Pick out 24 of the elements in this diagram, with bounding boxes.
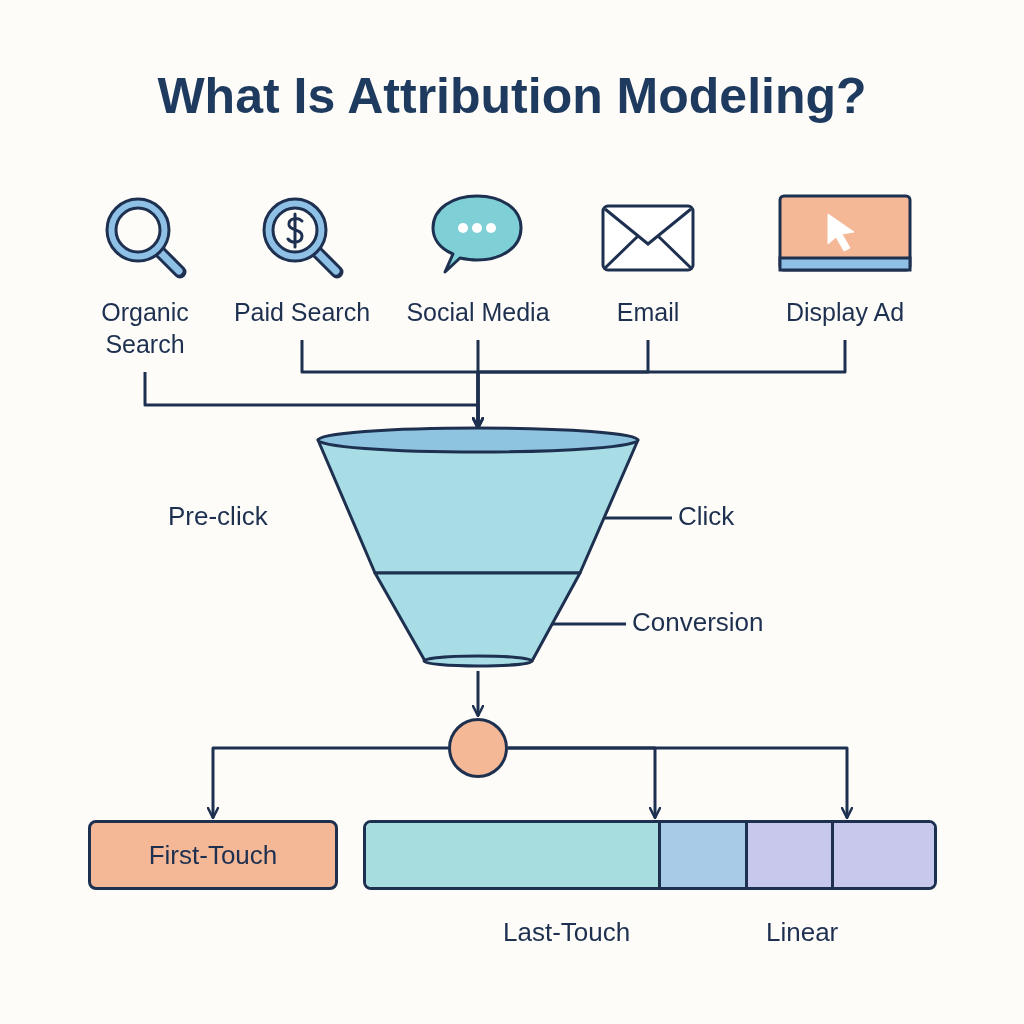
junction-circle — [448, 718, 508, 778]
stacked-bar — [363, 820, 937, 890]
bar-segment — [366, 823, 658, 887]
stage-label: Last-Touch — [503, 916, 631, 948]
channel-label: Email — [615, 297, 681, 328]
stage-label: Conversion — [632, 606, 764, 638]
channel-label: Display Ad — [784, 297, 906, 328]
stage-label: Linear — [766, 916, 839, 948]
arrow — [471, 340, 847, 430]
stage-label: Click — [678, 500, 735, 532]
stage-label: Pre-click — [168, 500, 268, 532]
title: What Is Attribution Modeling? — [156, 67, 868, 126]
arrow — [471, 671, 485, 718]
channel-label: Organic Search — [100, 297, 190, 360]
channel-label: Paid Search — [232, 297, 372, 328]
bar-segment — [658, 823, 745, 887]
bar-segment — [831, 823, 934, 887]
arrow — [206, 746, 448, 820]
bar-segment — [745, 823, 831, 887]
channel-label: Social Media — [405, 297, 551, 328]
arrow — [508, 746, 854, 820]
leader-line — [604, 516, 672, 520]
leader-line — [552, 622, 626, 626]
model-box: First-Touch — [88, 820, 338, 890]
